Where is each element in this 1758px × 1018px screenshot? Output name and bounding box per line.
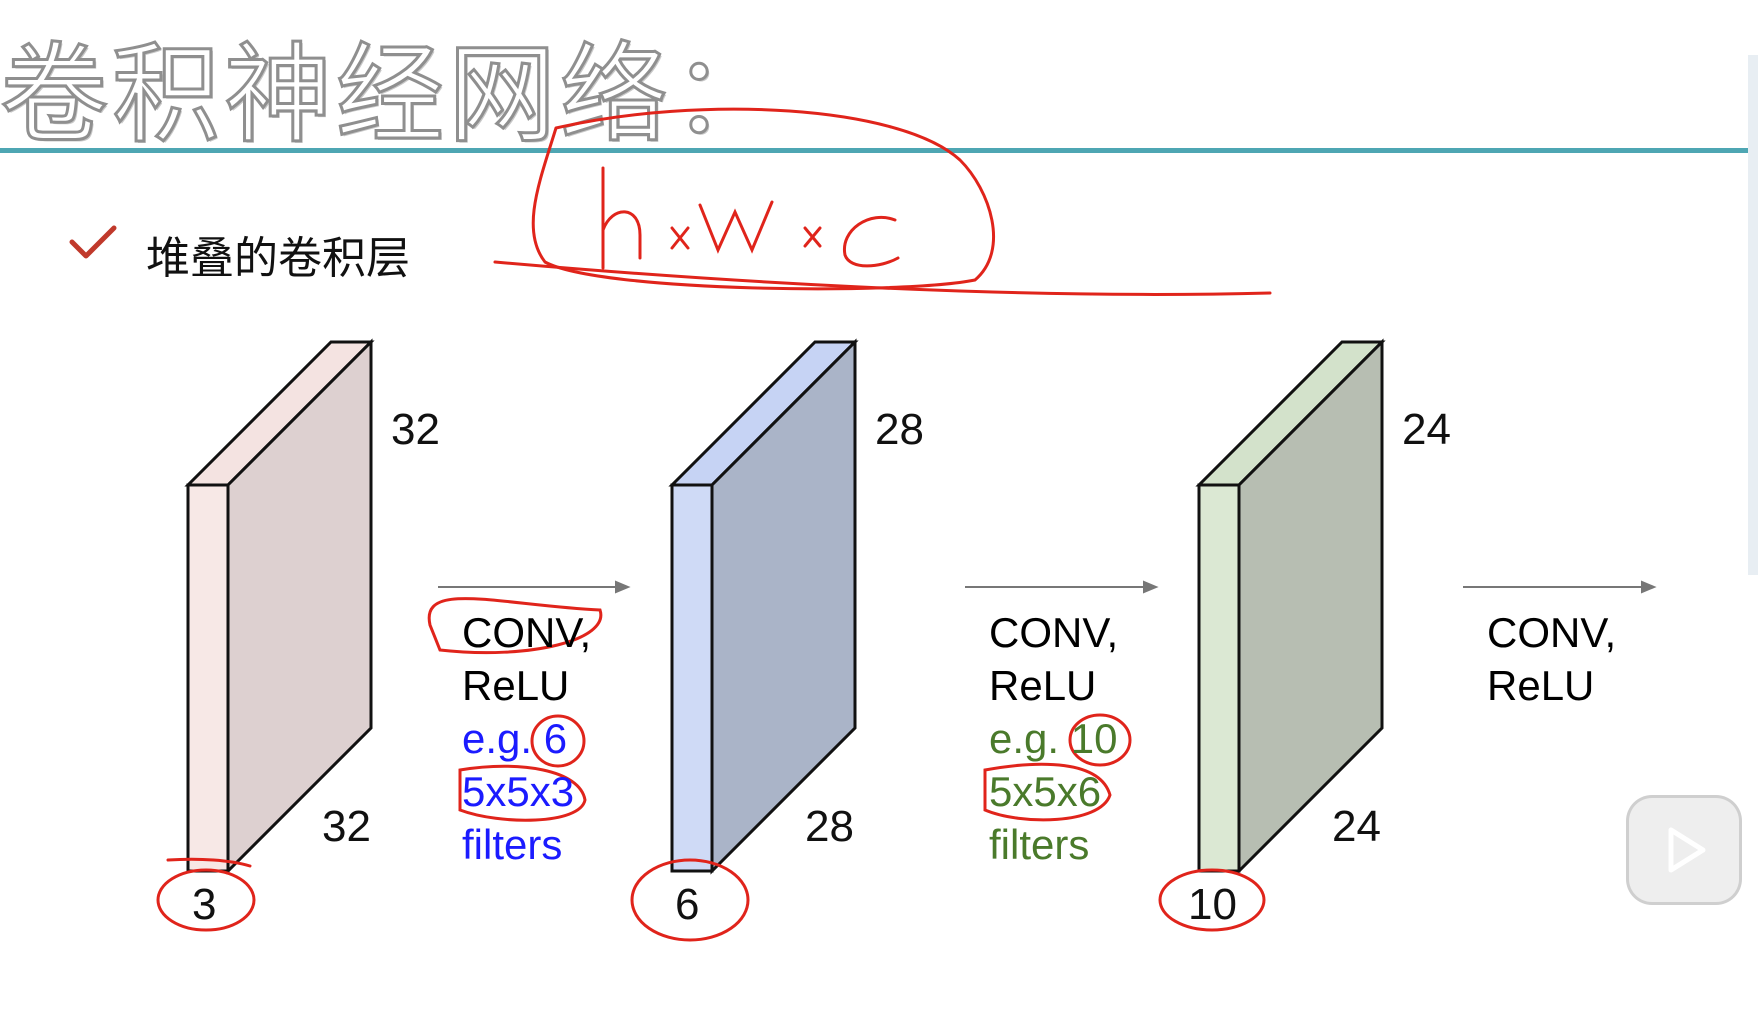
circle-depth-2 — [630, 858, 750, 942]
bullet-text: 堆叠的卷积层 — [146, 233, 410, 284]
op-1-line-3: e.g. 6 — [462, 715, 568, 762]
circle-depth-1 — [156, 868, 256, 932]
tick-depth-1 — [166, 857, 252, 868]
operation-2: CONV, ReLU e.g. 10 5x5x6 filters — [989, 606, 1118, 871]
volume-block-1 — [184, 338, 375, 875]
layer-2-width: 28 — [805, 802, 854, 851]
handwritten-annotations — [156, 107, 1272, 942]
op-2-line-2: ReLU — [989, 662, 1097, 709]
annotation-h — [601, 166, 642, 270]
arrow-1-head — [615, 580, 631, 594]
op-2-line-3: e.g. 10 — [989, 715, 1118, 762]
op-2-line-4: 5x5x6 — [989, 768, 1102, 815]
play-button[interactable] — [1626, 795, 1742, 905]
circle-5x5x3 — [458, 764, 587, 822]
block-3-side — [1237, 338, 1384, 875]
annotation-w — [698, 200, 774, 254]
op-1-line-1: CONV, — [462, 609, 592, 656]
op-1-line-2: ReLU — [462, 662, 570, 709]
layer-3-height: 24 — [1402, 405, 1451, 454]
op-2-line-5: filters — [989, 821, 1090, 868]
block-2-front — [670, 483, 714, 873]
annotation-underline — [493, 260, 1272, 296]
circle-conv — [427, 597, 603, 655]
op-3-line-1: CONV, — [1487, 609, 1617, 656]
op-3-line-2: ReLU — [1487, 662, 1595, 709]
check-icon — [69, 225, 117, 259]
side-toolbar-strip — [1748, 55, 1758, 575]
layer-1-width: 32 — [322, 802, 371, 851]
layer-1-height: 32 — [391, 405, 440, 454]
circle-e-g-10 — [1068, 713, 1132, 767]
layer-2-height: 28 — [875, 405, 924, 454]
operation-1: CONV, ReLU e.g. 6 5x5x3 filters — [462, 606, 591, 871]
annotation-c — [843, 215, 900, 268]
arrow-3-head — [1641, 580, 1657, 594]
annotation-x2 — [803, 226, 822, 248]
annotation-oval — [531, 107, 996, 291]
slide-title: 卷积神经网络： — [0, 32, 785, 160]
block-2-side — [710, 338, 857, 875]
op-2-line-1: CONV, — [989, 609, 1119, 656]
layer-2-depth: 6 — [675, 880, 700, 929]
block-1-side — [226, 338, 373, 875]
circle-5x5x6 — [983, 762, 1112, 822]
volume-block-3 — [1195, 338, 1386, 875]
circle-e-g-6 — [530, 714, 586, 768]
layer-3-width: 24 — [1332, 802, 1381, 851]
block-1-front — [186, 483, 230, 873]
op-1-line-4: 5x5x3 — [462, 768, 575, 815]
op-1-line-5: filters — [462, 821, 563, 868]
volume-block-2 — [668, 338, 859, 875]
operation-3: CONV, ReLU — [1487, 606, 1616, 712]
arrow-2-head — [1143, 580, 1159, 594]
circle-depth-3 — [1158, 868, 1266, 932]
layer-1-depth: 3 — [192, 880, 217, 929]
annotation-x1 — [670, 226, 690, 250]
block-3-front — [1197, 483, 1241, 873]
play-icon — [1668, 827, 1706, 873]
layer-3-depth: 10 — [1188, 880, 1237, 929]
title-divider — [0, 148, 1748, 153]
